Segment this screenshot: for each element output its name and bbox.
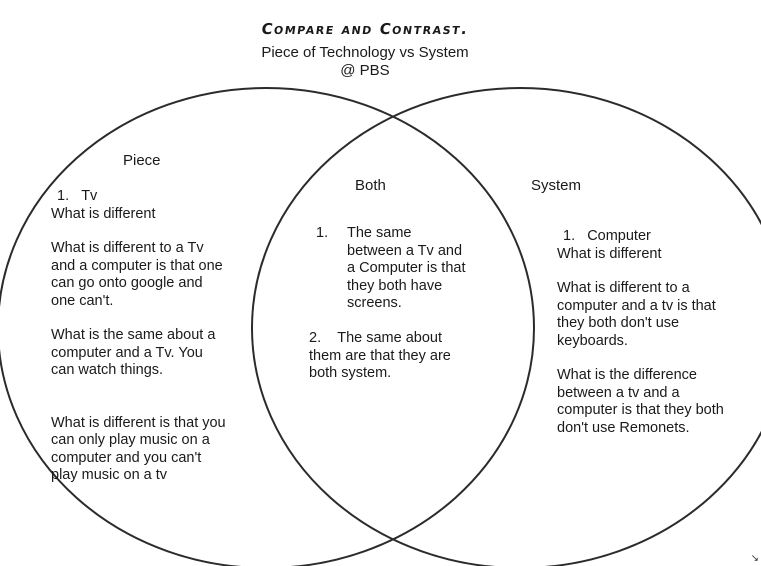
center-item-1-text: The same between a Tv and a Computer is … bbox=[347, 225, 466, 311]
right-item-title: Computer bbox=[587, 228, 651, 244]
right-circle bbox=[251, 87, 761, 566]
left-para-1: What is different to a Tv and a computer… bbox=[51, 240, 223, 309]
right-region-text: 1. Computer What is different What is di… bbox=[557, 228, 729, 437]
page-title: Compare and Contrast. bbox=[260, 20, 470, 38]
center-region-label: Both bbox=[355, 177, 386, 194]
left-heading: What is different bbox=[51, 205, 156, 222]
center-item-1-number: 1. bbox=[316, 225, 329, 241]
center-item-2-text: The same about them are that they are bo… bbox=[309, 330, 451, 381]
left-item-title: Tv bbox=[81, 188, 98, 204]
right-item-number: 1. bbox=[563, 228, 576, 244]
center-item-2-number: 2. bbox=[309, 330, 322, 346]
right-para-1: What is different to a computer and a tv… bbox=[557, 280, 716, 349]
page-credit: @ PBS bbox=[340, 62, 390, 79]
page-subtitle: Piece of Technology vs System bbox=[261, 44, 469, 61]
left-para-3: What is different is that you can only p… bbox=[51, 414, 226, 484]
left-item-number: 1. bbox=[57, 188, 70, 204]
right-heading: What is different bbox=[557, 245, 662, 262]
resize-corner-icon[interactable]: ↘ bbox=[750, 553, 759, 564]
center-item-2: 2. The same about them are that they are… bbox=[309, 330, 469, 383]
center-item-1: 1. The same between a Tv and a Computer … bbox=[316, 225, 466, 313]
left-region-text: 1. Tv What is different What is differen… bbox=[51, 188, 226, 485]
left-region-label: Piece bbox=[123, 152, 161, 169]
left-circle bbox=[0, 87, 535, 566]
right-para-2: What is the difference between a tv and … bbox=[557, 367, 724, 436]
right-region-label: System bbox=[531, 177, 582, 194]
left-para-2: What is the same about a computer and a … bbox=[51, 327, 216, 378]
